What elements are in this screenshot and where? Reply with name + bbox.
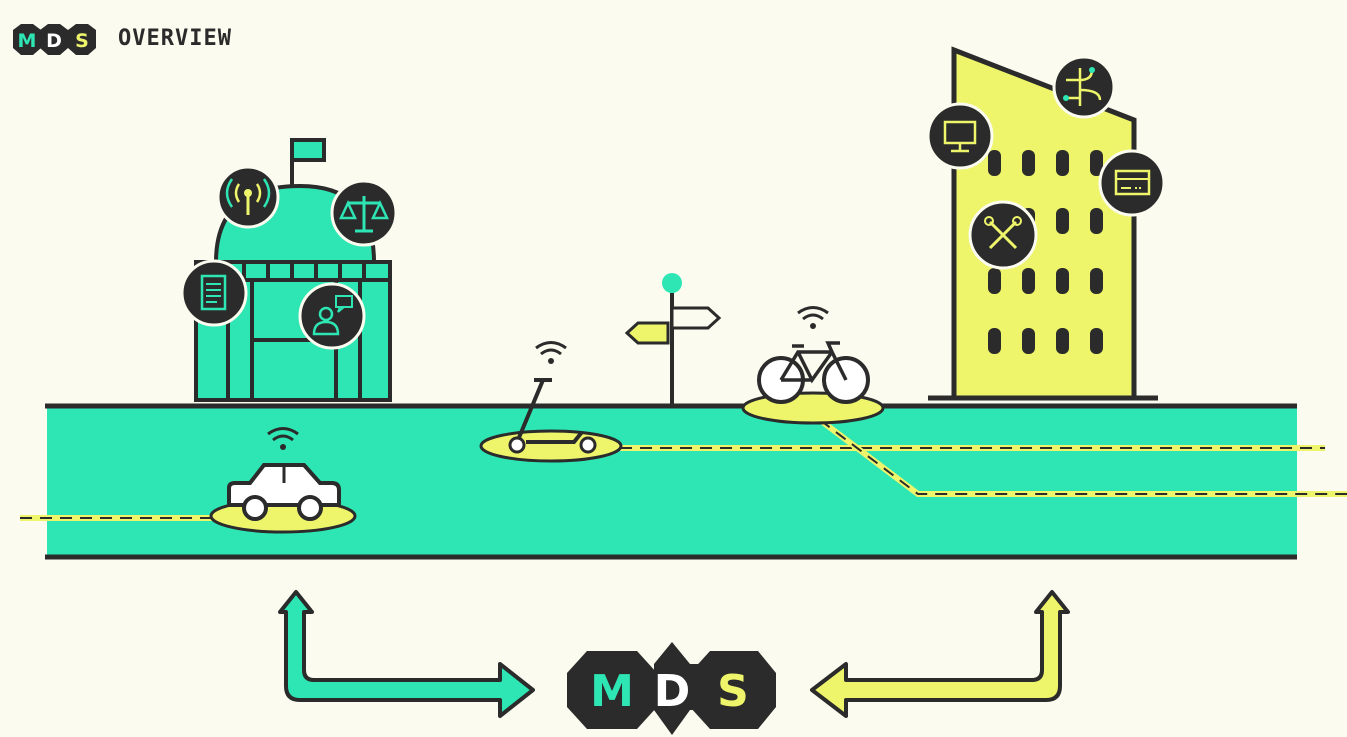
scooter-icon bbox=[479, 378, 623, 463]
car-icon bbox=[209, 463, 357, 534]
page-title: OVERVIEW bbox=[118, 26, 232, 51]
header-logo-letter-d: D bbox=[46, 30, 62, 52]
antenna-icon bbox=[216, 165, 280, 229]
tools-icon bbox=[968, 200, 1038, 270]
signpost-icon bbox=[624, 273, 722, 404]
wifi-icon bbox=[535, 341, 567, 364]
scales-icon bbox=[330, 179, 398, 247]
header-logo-letter-s: S bbox=[75, 30, 89, 52]
bicycle-icon bbox=[741, 341, 885, 425]
routing-icon bbox=[1052, 55, 1116, 119]
center-logo-letter-d: D bbox=[654, 666, 691, 717]
provider-data-arrow bbox=[810, 590, 1070, 718]
provider-building bbox=[928, 46, 1158, 401]
document-icon bbox=[180, 259, 248, 327]
header-logo-letter-m: M bbox=[18, 30, 37, 52]
wifi-icon bbox=[797, 306, 829, 329]
road bbox=[20, 403, 1347, 560]
city-data-arrow bbox=[278, 590, 535, 718]
header-logo: M D S bbox=[13, 24, 96, 55]
payment-card-icon bbox=[1098, 149, 1166, 217]
flag-icon bbox=[290, 138, 326, 162]
center-logo-letter-s: S bbox=[717, 666, 749, 717]
wifi-icon bbox=[267, 427, 299, 450]
center-logo-letter-m: M bbox=[590, 666, 634, 717]
monitor-icon bbox=[926, 102, 994, 170]
center-mds-logo: M D S bbox=[567, 642, 776, 735]
citizen-feedback-icon bbox=[298, 282, 366, 350]
